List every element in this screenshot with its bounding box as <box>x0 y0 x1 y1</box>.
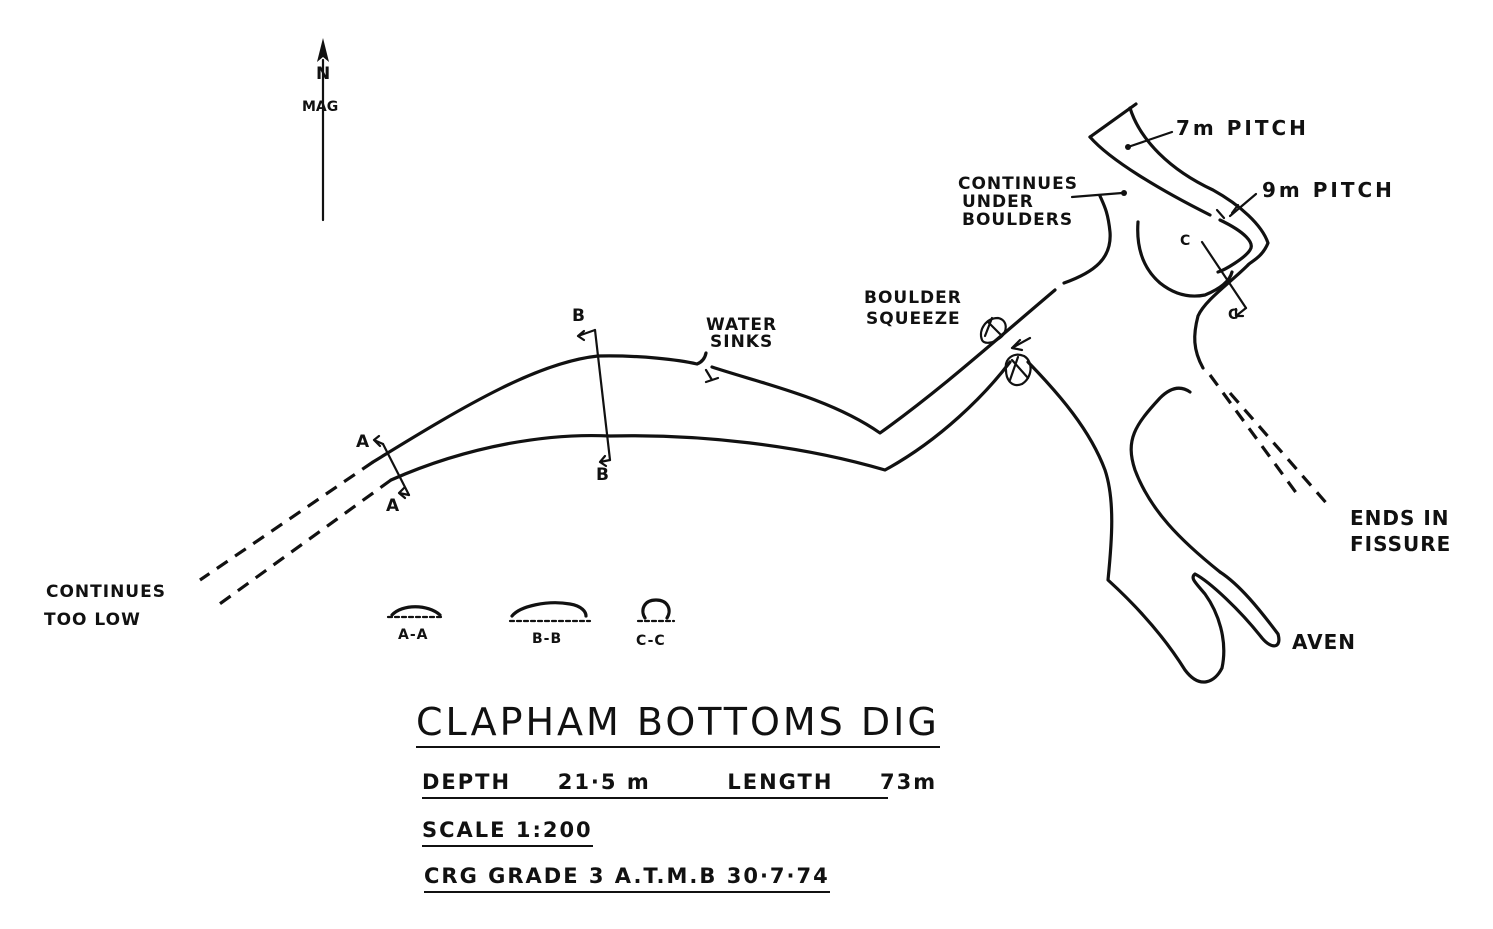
depth-length-line: DEPTH 21·5 m LENGTH 73m <box>422 770 935 799</box>
label-continues-too-low-2: TOO LOW <box>44 610 141 630</box>
boulder-hatching <box>983 316 1004 338</box>
section-lines <box>372 240 1248 500</box>
cross-section-b-b-icon <box>510 601 588 618</box>
passage-continuation-lower <box>213 478 392 610</box>
label-ends-in-fissure-2: FISSURE <box>1350 532 1452 556</box>
fissure-dash-west <box>1208 374 1302 499</box>
length-label: LENGTH <box>727 770 834 794</box>
section-line-a <box>381 442 411 497</box>
depth-value: 21·5 m <box>557 770 651 794</box>
section-arrow-b-bottom-icon <box>598 454 612 468</box>
north-arrow-head-icon <box>317 38 329 62</box>
section-marker-b-top: B <box>572 306 586 326</box>
cross-section-c-c-icon <box>641 598 671 620</box>
length-value: 73m <box>880 770 938 794</box>
label-7m-pitch: 7m PITCH <box>1176 116 1309 140</box>
label-continues-under-2: UNDER <box>962 192 1034 212</box>
label-boulder-squeeze-2: SQUEEZE <box>866 309 961 329</box>
section-marker-c-bottom: C <box>1228 307 1240 323</box>
label-aven: AVEN <box>1292 630 1356 654</box>
pitch-7m-lip <box>1088 102 1138 139</box>
section-line-b <box>593 328 612 462</box>
north-letter: N <box>316 64 332 84</box>
pitch-9m-loop <box>1216 218 1253 274</box>
section-marker-a-bottom: A <box>386 496 401 516</box>
leader-7m-pitch <box>1126 130 1174 149</box>
chamber-wall-inner <box>1129 386 1222 574</box>
fissure-dash-east <box>1228 391 1330 507</box>
section-marker-a-top: A <box>356 432 371 452</box>
label-continues-under-1: CONTINUES <box>958 174 1078 194</box>
scale-line: SCALE 1:200 <box>422 818 593 847</box>
passage-continuation-upper <box>199 460 374 582</box>
leader-continues-under <box>1070 191 1124 199</box>
rift-wall-outer <box>1088 135 1212 217</box>
cross-section-icons <box>386 598 676 623</box>
section-arrow-b-top-icon <box>576 328 597 342</box>
section-arrow-a-bottom-icon <box>397 486 411 500</box>
section-arrow-a-top-icon <box>372 434 385 448</box>
pillar-outline <box>1136 220 1234 298</box>
survey-title: CLAPHAM BOTTOMS DIG <box>416 700 940 748</box>
section-line-c <box>1200 240 1248 310</box>
leader-continues-under-dot <box>1121 190 1127 196</box>
grade-line: CRG GRADE 3 A.T.M.B 30·7·74 <box>424 864 830 893</box>
cross-section-label-b-b: B-B <box>532 631 563 647</box>
section-marker-c-top: C <box>1180 233 1192 249</box>
label-continues-too-low-1: CONTINUES <box>46 582 166 602</box>
section-marker-b-bottom: B <box>596 465 610 485</box>
water-sink-arrow-icon <box>704 368 720 384</box>
rift-wall-east <box>1128 106 1270 267</box>
label-boulder-squeeze-1: BOULDER <box>864 288 962 308</box>
cross-section-label-a-a: A-A <box>398 627 429 643</box>
cross-section-label-c-c: C-C <box>636 633 666 649</box>
chamber-wall-outer <box>1026 360 1281 684</box>
lower-chamber <box>1026 360 1281 684</box>
title-block: CLAPHAM BOTTOMS DIG <box>416 700 1016 748</box>
passage-wall-upper-west <box>371 351 708 464</box>
north-sublabel: MAG <box>302 99 339 115</box>
label-water-sinks-2: SINKS <box>710 332 774 352</box>
label-water-sinks-1: WATER <box>706 315 778 335</box>
label-continues-under-3: BOULDERS <box>962 210 1074 230</box>
leader-lines <box>1070 130 1258 218</box>
section-arrow-c-icon <box>1234 306 1248 318</box>
upper-series <box>1062 102 1330 507</box>
pitch-9m-tick-2 <box>1230 203 1240 215</box>
north-arrow <box>317 38 329 222</box>
boulder-hatching-2 <box>1008 355 1030 382</box>
cross-section-a-a-icon <box>390 605 442 617</box>
label-9m-pitch: 9m PITCH <box>1262 178 1395 202</box>
boulder-symbols <box>979 316 1032 387</box>
passage-east-wall <box>1193 263 1250 370</box>
leader-7m-pitch-dot <box>1125 144 1131 150</box>
label-ends-in-fissure-1: ENDS IN <box>1350 506 1450 530</box>
leader-9m-pitch <box>1228 192 1258 218</box>
boulder-icon-2 <box>1004 353 1032 387</box>
chamber-wall-west <box>1062 194 1112 285</box>
main-passage <box>199 288 1057 610</box>
passage-wall-lower <box>389 360 1012 482</box>
squeeze-arrow-icon <box>1010 336 1032 352</box>
pitch-9m-tick <box>1215 208 1226 220</box>
depth-label: DEPTH <box>422 770 512 794</box>
boulder-icon <box>979 316 1007 344</box>
